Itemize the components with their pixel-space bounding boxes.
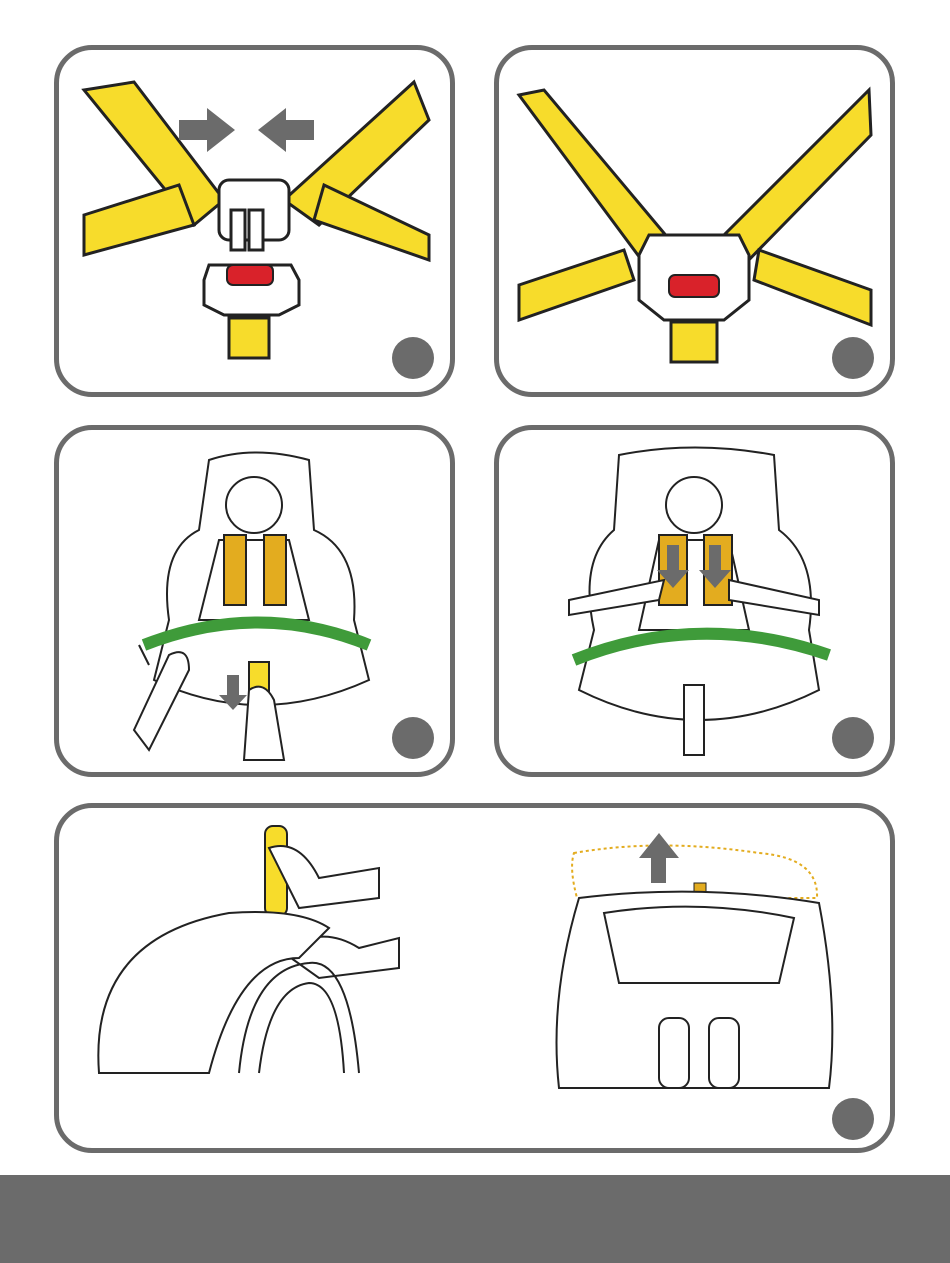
child-in-seat-icon — [666, 477, 722, 533]
panel-headrest-adjust — [54, 803, 895, 1153]
right-lap-strap — [314, 185, 429, 260]
headrest-adjust-illustration — [59, 808, 890, 1148]
buckle-insert-illustration — [59, 50, 450, 392]
child-in-seat-icon — [226, 477, 282, 533]
step-marker — [832, 337, 874, 379]
panel-pull-strap — [54, 425, 455, 777]
buckle-locked-illustration — [499, 50, 890, 392]
panel-buckle-locked — [494, 45, 895, 397]
panel-buckle-insert — [54, 45, 455, 397]
pull-strap-illustration — [59, 430, 450, 772]
up-arrow-icon — [639, 833, 679, 883]
left-lap-strap — [84, 185, 194, 255]
step-marker — [392, 717, 434, 759]
right-lap-strap — [754, 250, 871, 325]
push-arrow-icon — [179, 108, 235, 152]
left-lap-strap — [519, 250, 634, 320]
seat-front-outline — [557, 892, 833, 1088]
step-marker — [832, 717, 874, 759]
seat-side-outline — [98, 912, 329, 1073]
shoulder-pads-illustration — [499, 430, 890, 772]
step-marker — [392, 337, 434, 379]
step-marker — [832, 1098, 874, 1140]
footer-bar — [0, 1175, 950, 1263]
panel-shoulder-pads — [494, 425, 895, 777]
push-arrow-icon — [258, 108, 314, 152]
